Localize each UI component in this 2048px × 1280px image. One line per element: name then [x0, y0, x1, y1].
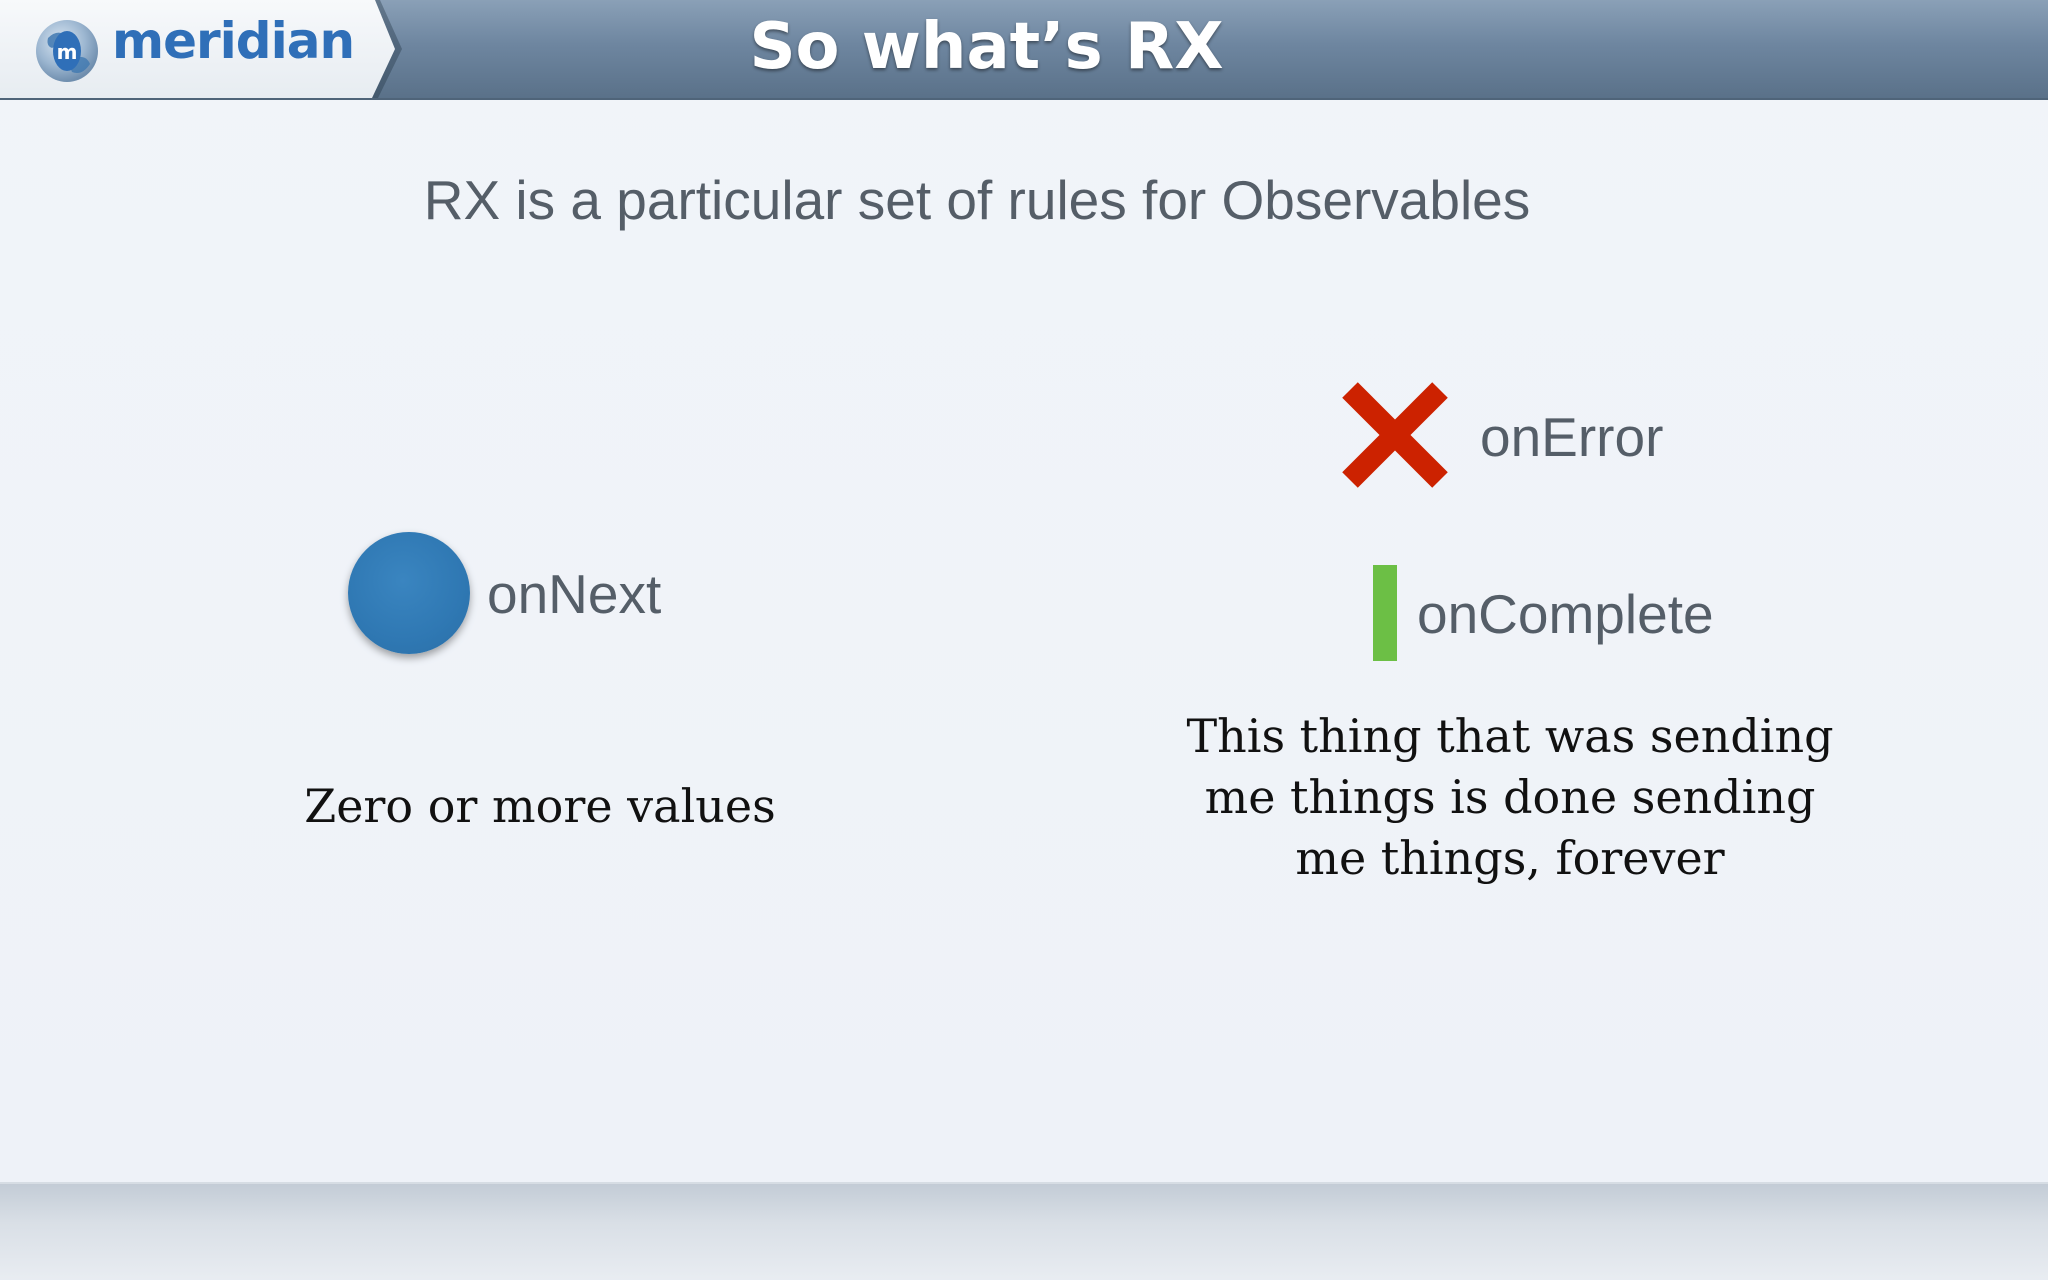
description-line: me things, forever	[1295, 831, 1725, 885]
onnext-description: Zero or more values	[304, 779, 776, 833]
description-line: me things is done sending	[1204, 770, 1816, 824]
logo-text: meridian	[112, 12, 355, 70]
slide-subtitle: RX is a particular set of rules for Obse…	[423, 169, 1531, 231]
oncomplete-label: onComplete	[1417, 583, 1714, 645]
header-bar: m meridian So what’s RX	[0, 0, 2048, 100]
description-line: This thing that was sending	[1186, 709, 1834, 763]
green-bar-icon	[1373, 565, 1397, 661]
slide-title: So what’s RX	[749, 10, 1224, 84]
globe-m-icon: m	[36, 20, 98, 82]
oncomplete-description: This thing that was sending me things is…	[1180, 706, 1840, 889]
red-x-icon	[1342, 382, 1448, 488]
footer-bar	[0, 1182, 2048, 1280]
onnext-label: onNext	[487, 563, 662, 625]
onerror-label: onError	[1480, 406, 1664, 468]
svg-text:m: m	[57, 40, 78, 64]
blue-circle-icon	[348, 532, 470, 654]
